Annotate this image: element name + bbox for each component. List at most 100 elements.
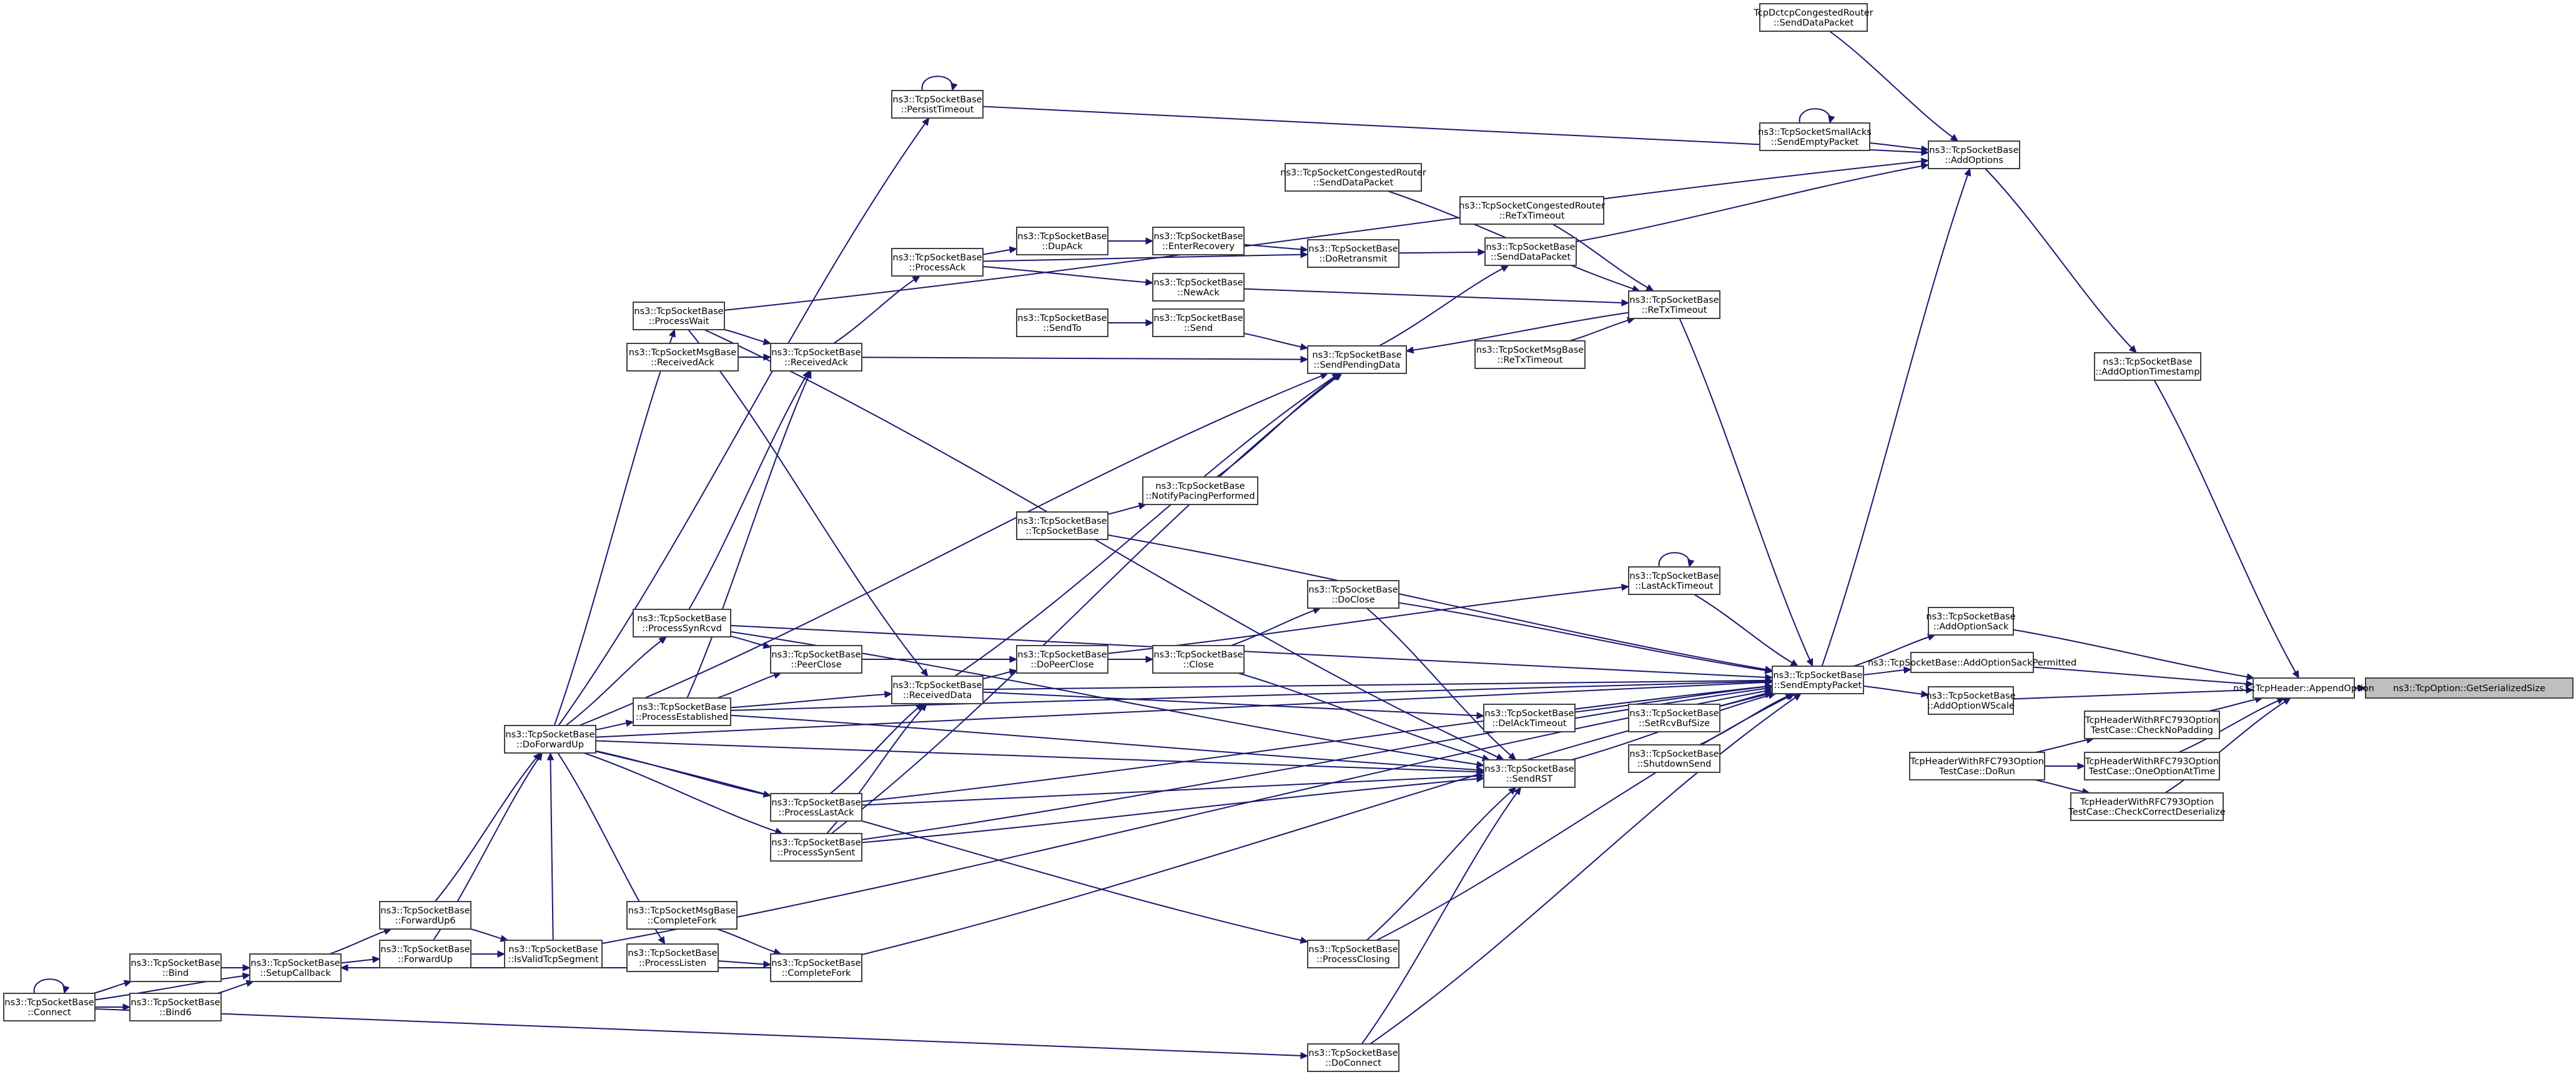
node-persisttimeout[interactable]: ns3::TcpSocketBase::PersistTimeout xyxy=(891,90,984,119)
node-addoptiontimestamp[interactable]: ns3::TcpSocketBase::AddOptionTimestamp xyxy=(2094,352,2201,381)
node-forwardup[interactable]: ns3::TcpSocketBase::ForwardUp xyxy=(379,940,471,968)
node-getserializedsize[interactable]: ns3::TcpOption::GetSerializedSize xyxy=(2365,677,2574,699)
edge-processestablished-to-receiveddata xyxy=(730,691,893,709)
node-doretransmit[interactable]: ns3::TcpSocketBase::DoRetransmit xyxy=(1307,239,1399,268)
node-processsynrcvd[interactable]: ns3::TcpSocketBase::ProcessSynRcvd xyxy=(633,609,731,637)
node-doclose[interactable]: ns3::TcpSocketBase::DoClose xyxy=(1307,580,1399,609)
arrowhead xyxy=(1828,115,1835,124)
node-box xyxy=(2084,711,2220,739)
node-close[interactable]: ns3::TcpSocketBase::Close xyxy=(1152,645,1245,674)
node-label: ::Bind xyxy=(162,968,189,978)
node-box xyxy=(1483,759,1576,788)
node-box xyxy=(3,993,96,1021)
node-enterrecovery[interactable]: ns3::TcpSocketBase::EnterRecovery xyxy=(1152,227,1245,255)
edge-processsynsent-to-sendpendingdata xyxy=(831,373,1343,834)
node-delacktimeout[interactable]: ns3::TcpSocketBase::DelAckTimeout xyxy=(1483,704,1576,732)
node-lastacktimeout[interactable]: ns3::TcpSocketBase::LastAckTimeout xyxy=(1628,566,1720,595)
node-checknopadding[interactable]: TcpHeaderWithRFC793OptionTestCase::Check… xyxy=(2084,711,2220,739)
arrowhead xyxy=(1145,319,1154,327)
node-msg_receivedack[interactable]: ns3::TcpSocketMsgBase::ReceivedAck xyxy=(626,343,739,371)
node-dctcp_senddatapacket[interactable]: TcpDctcpCongestedRouter::SendDataPacket xyxy=(1753,3,1873,32)
node-smallacks_sendempty[interactable]: ns3::TcpSocketSmallAcks::SendEmptyPacket xyxy=(1758,122,1872,151)
node-processsynsent[interactable]: ns3::TcpSocketBase::ProcessSynSent xyxy=(770,833,862,862)
node-retxtimeout[interactable]: ns3::TcpSocketBase::ReTxTimeout xyxy=(1628,290,1720,319)
node-receivedack[interactable]: ns3::TcpSocketBase::ReceivedAck xyxy=(770,343,862,371)
node-notifypacing[interactable]: ns3::TcpSocketBase::NotifyPacingPerforme… xyxy=(1142,476,1258,505)
node-label: ::SetupCallback xyxy=(260,968,331,978)
arrowhead xyxy=(1903,666,1912,674)
node-sendemptypacket[interactable]: ns3::TcpSocketBase::SendEmptyPacket xyxy=(1772,666,1864,694)
node-bind[interactable]: ns3::TcpSocketBase::Bind xyxy=(129,953,222,982)
edge-processsynrcvd-to-receivedack xyxy=(688,370,810,610)
node-completefork[interactable]: ns3::TcpSocketBase::CompleteFork xyxy=(770,953,862,982)
edge-line xyxy=(329,930,386,955)
node-label: TcpHeaderWithRFC793Option xyxy=(2085,716,2219,726)
arrowhead xyxy=(1300,937,1309,944)
node-label: ::ProcessWait xyxy=(649,317,709,327)
node-dupack[interactable]: ns3::TcpSocketBase::DupAck xyxy=(1016,227,1108,255)
node-dopeerclose[interactable]: ns3::TcpSocketBase::DoPeerClose xyxy=(1016,645,1108,674)
edge-line xyxy=(595,750,1302,942)
edge-processestablished-to-peerclose xyxy=(716,672,782,699)
node-processestablished[interactable]: ns3::TcpSocketBase::ProcessEstablished xyxy=(633,697,731,726)
node-checkcorrectdeserialize[interactable]: TcpHeaderWithRFC793OptionTestCase::Check… xyxy=(2068,792,2226,821)
node-oneoptionattime[interactable]: TcpHeaderWithRFC793OptionTestCase::OneOp… xyxy=(2084,752,2220,780)
node-doconnect[interactable]: ns3::TcpSocketBase::DoConnect xyxy=(1307,1043,1399,1072)
node-forwardup6[interactable]: ns3::TcpSocketBase::ForwardUp6 xyxy=(379,901,471,930)
node-setrcvbufsize[interactable]: ns3::TcpSocketBase::SetRcvBufSize xyxy=(1628,704,1720,732)
node-msg_completefork[interactable]: ns3::TcpSocketMsgBase::CompleteFork xyxy=(626,901,738,930)
node-processwait[interactable]: ns3::TcpSocketBase::ProcessWait xyxy=(633,302,725,330)
arrowhead xyxy=(1300,245,1309,253)
edge-line xyxy=(2013,689,2248,700)
edge-line xyxy=(730,681,1767,711)
edge-line xyxy=(831,376,1338,834)
arrowhead xyxy=(1764,687,1774,695)
edge-doforwardup-to-sendemptypacket xyxy=(595,679,1774,738)
node-congested_senddatapacket[interactable]: ns3::TcpSocketCongestedRouter::SendDataP… xyxy=(1280,163,1426,192)
edge-doconnect-to-sendrst xyxy=(1361,787,1522,1045)
node-senddatapacket[interactable]: ns3::TcpSocketBase::SendDataPacket xyxy=(1484,237,1577,266)
node-doforwardup[interactable]: ns3::TcpSocketBase::DoForwardUp xyxy=(504,725,596,754)
node-processclosing[interactable]: ns3::TcpSocketBase::ProcessClosing xyxy=(1307,940,1399,968)
edge-dctcp_senddatapacket-to-addoptions xyxy=(1829,31,1959,142)
node-addoptionsack[interactable]: ns3::TcpSocketBase::AddOptionSack xyxy=(1926,607,2016,636)
node-bind6[interactable]: ns3::TcpSocketBase::Bind6 xyxy=(129,993,222,1021)
node-sendto[interactable]: ns3::TcpSocketBase::SendTo xyxy=(1016,308,1108,337)
node-setupcallback[interactable]: ns3::TcpSocketBase::SetupCallback xyxy=(249,953,342,982)
node-box xyxy=(379,940,471,968)
node-processlisten[interactable]: ns3::TcpSocketBase::ProcessListen xyxy=(626,943,719,972)
node-addoptionsackpermitted[interactable]: ns3::TcpSocketBase::AddOptionSackPermitt… xyxy=(1868,652,2076,673)
node-congested_retxtimeout[interactable]: ns3::TcpSocketCongestedRouter::ReTxTimeo… xyxy=(1459,196,1605,225)
node-processack[interactable]: ns3::TcpSocketBase::ProcessAck xyxy=(891,248,984,277)
arrowhead xyxy=(1476,712,1485,719)
node-connect[interactable]: ns3::TcpSocketBase::Connect xyxy=(3,993,96,1021)
node-addoptions[interactable]: ns3::TcpSocketBase::AddOptions xyxy=(1928,140,2020,169)
node-label: ns3::TcpSocketBase xyxy=(508,945,598,955)
node-send[interactable]: ns3::TcpSocketBase::Send xyxy=(1152,308,1245,337)
node-shutdownsend[interactable]: ns3::TcpSocketBase::ShutdownSend xyxy=(1628,744,1720,773)
edge-processestablished-to-sendrst xyxy=(730,714,1485,774)
node-label: ::Bind6 xyxy=(159,1008,191,1018)
node-tcpsocketbase[interactable]: ns3::TcpSocketBase::TcpSocketBase xyxy=(1016,511,1108,540)
node-sendrst[interactable]: ns3::TcpSocketBase::SendRST xyxy=(1483,759,1576,788)
arrowhead xyxy=(372,956,381,963)
node-peerclose[interactable]: ns3::TcpSocketBase::PeerClose xyxy=(770,645,862,674)
node-processlastack[interactable]: ns3::TcpSocketBase::ProcessLastAck xyxy=(770,793,862,822)
node-newack[interactable]: ns3::TcpSocketBase::NewAck xyxy=(1152,273,1245,302)
node-msg_retxtimeout[interactable]: ns3::TcpSocketMsgBase::ReTxTimeout xyxy=(1474,340,1586,369)
node-appendoption[interactable]: ns3::TcpHeader::AppendOption xyxy=(2233,677,2374,699)
node-box xyxy=(2094,352,2201,381)
edge-processclosing-to-sendrst xyxy=(1366,787,1517,941)
node-label: ns3::TcpSocketBase xyxy=(1929,145,2018,155)
node-isvalidtcpsegment[interactable]: ns3::TcpSocketBase::IsValidTcpSegment xyxy=(504,940,603,968)
arrowhead xyxy=(546,752,555,760)
node-box xyxy=(626,343,739,371)
edge-doforwardup-to-processclosing xyxy=(595,750,1309,944)
node-sendpendingdata[interactable]: ns3::TcpSocketBase::SendPendingData xyxy=(1307,345,1407,374)
node-label: ns3::TcpSocketBase xyxy=(1153,313,1243,323)
node-receiveddata[interactable]: ns3::TcpSocketBase::ReceivedData xyxy=(891,676,984,704)
node-addoptionwscale[interactable]: ns3::TcpSocketBase::AddOptionWScale xyxy=(1926,686,2016,715)
node-box xyxy=(1307,1043,1399,1072)
